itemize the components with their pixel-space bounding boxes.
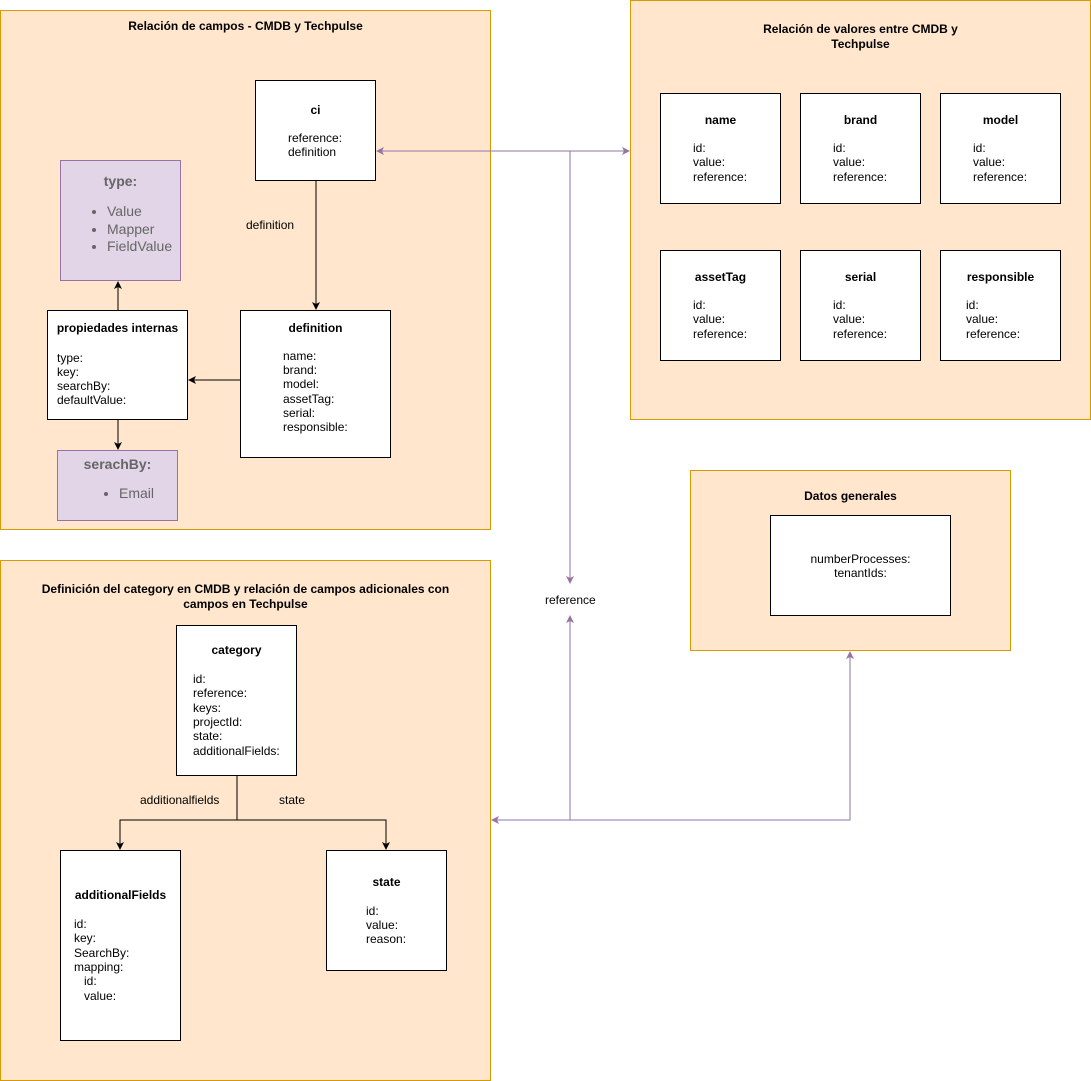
datos-generales-box[interactable]: numberProcesses: tenantIds: — [770, 515, 951, 616]
edge-label-reference: reference — [545, 593, 596, 607]
field: id: — [966, 298, 979, 312]
field: reason: — [366, 932, 407, 946]
edge-label-additionalfields: additionalfields — [140, 793, 220, 807]
field: reference: — [973, 170, 1028, 184]
edge-reference-datos — [570, 651, 854, 821]
box-title: model — [982, 113, 1019, 127]
box-title: assetTag — [694, 270, 747, 284]
field: value: — [833, 155, 866, 169]
searchby-list: Email — [99, 485, 154, 503]
field: id: — [833, 141, 846, 155]
field: value: — [833, 312, 866, 326]
additionalfields-box[interactable]: additionalFields id: key: SearchBy: mapp… — [60, 850, 181, 1041]
model-box[interactable]: model id: value: reference: — [940, 93, 1061, 204]
panel-title: Datos generales — [804, 489, 897, 503]
edge-label-definition: definition — [246, 218, 295, 232]
field: id: — [74, 917, 87, 931]
box-title: brand — [843, 113, 878, 127]
searchby-note[interactable]: serachBy: Email — [57, 450, 178, 521]
propiedades-internas-box[interactable]: propiedades internas type: key: searchBy… — [47, 310, 188, 420]
field: brand: — [283, 363, 318, 377]
field: reference: — [966, 327, 1021, 341]
field: responsible: — [283, 420, 348, 434]
box-title: propiedades internas — [56, 321, 179, 335]
type-list: Value Mapper FieldValue — [87, 203, 172, 256]
field: reference: — [193, 686, 248, 700]
field: id: — [74, 974, 97, 988]
definition-box[interactable]: definition name: brand: model: assetTag:… — [240, 310, 391, 458]
assettag-box[interactable]: assetTag id: value: reference: — [660, 250, 781, 361]
box-title: additionalFields — [74, 888, 167, 902]
field: value: — [693, 155, 726, 169]
panel-title-line2: campos en Techpulse — [183, 597, 308, 611]
panel-title-line1: Definición del category en CMDB y relaci… — [41, 582, 450, 596]
field: mapping: — [74, 960, 124, 974]
box-title: definition — [288, 321, 343, 335]
field: value: — [693, 312, 726, 326]
edge-label-state: state — [279, 793, 306, 807]
field: SearchBy: — [74, 946, 130, 960]
field: id: — [193, 672, 206, 686]
serial-box[interactable]: serial id: value: reference: — [800, 250, 921, 361]
type-note[interactable]: type: Value Mapper FieldValue — [60, 160, 181, 281]
field: value: — [366, 918, 399, 932]
field: id: — [693, 141, 706, 155]
field: defaultValue: — [57, 393, 127, 407]
field: id: — [833, 298, 846, 312]
box-title: name — [704, 113, 737, 127]
field: assetTag: — [283, 392, 335, 406]
field: name: — [283, 349, 317, 363]
box-title: category — [211, 643, 262, 657]
field: tenantIds: — [834, 566, 887, 580]
brand-box[interactable]: brand id: value: reference: — [800, 93, 921, 204]
field: projectId: — [193, 715, 243, 729]
field: searchBy: — [57, 379, 111, 393]
field: id: — [973, 141, 986, 155]
field: state: — [193, 729, 223, 743]
list-item: Mapper — [107, 221, 172, 239]
responsible-box[interactable]: responsible id: value: reference: — [940, 250, 1061, 361]
field: additionalFields: — [193, 744, 280, 758]
field: numberProcesses: — [810, 552, 911, 566]
panel-title: Relación de campos - CMDB y Techpulse — [128, 19, 363, 33]
note-title: serachBy: — [83, 456, 152, 472]
box-title: responsible — [966, 270, 1035, 284]
field: type: — [57, 351, 84, 365]
field: keys: — [193, 701, 222, 715]
field: serial: — [283, 406, 316, 420]
note-title: type: — [103, 173, 138, 189]
field: reference: — [833, 327, 888, 341]
list-item: FieldValue — [107, 238, 172, 256]
field: id: — [693, 298, 706, 312]
field: value: — [973, 155, 1006, 169]
field: reference: — [693, 170, 748, 184]
category-box[interactable]: category id: reference: keys: projectId:… — [176, 625, 297, 776]
list-item: Email — [119, 485, 154, 503]
box-title: serial — [844, 270, 877, 284]
name-box[interactable]: name id: value: reference: — [660, 93, 781, 204]
field: value: — [74, 989, 117, 1003]
field: id: — [366, 904, 379, 918]
panel-title-line2: Techpulse — [831, 37, 890, 51]
field: model: — [283, 377, 320, 391]
field: definition — [288, 145, 337, 159]
field: reference: — [693, 327, 748, 341]
field: reference: — [833, 170, 888, 184]
box-title: state — [372, 875, 401, 889]
field: key: — [74, 931, 97, 945]
ci-box[interactable]: ci reference: definition — [255, 80, 376, 181]
field: value: — [966, 312, 999, 326]
panel-title-line1: Relación de valores entre CMDB y — [763, 22, 958, 36]
list-item: Value — [107, 203, 172, 221]
field: key: — [57, 365, 80, 379]
state-box[interactable]: state id: value: reason: — [326, 850, 447, 971]
field: reference: — [288, 131, 343, 145]
box-title: ci — [310, 103, 321, 117]
